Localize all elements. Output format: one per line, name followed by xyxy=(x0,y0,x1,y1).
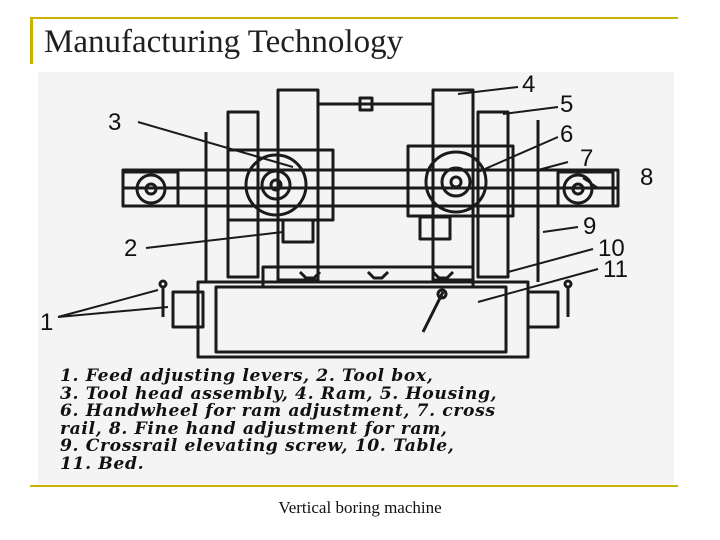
callout-6: 6 xyxy=(560,121,573,148)
callout-2: 2 xyxy=(124,235,137,262)
bottom-accent-rule xyxy=(30,485,678,487)
top-accent-rule xyxy=(30,17,678,19)
callout-9: 9 xyxy=(583,213,596,240)
legend-line: 9. Crossrail elevating screw, 10. Table, xyxy=(60,436,455,457)
callout-10: 10 xyxy=(598,235,625,262)
slide-title: Manufacturing Technology xyxy=(44,24,404,60)
left-accent-rule xyxy=(30,18,33,64)
callout-5: 5 xyxy=(560,91,573,118)
machine-drawing: 1 2 3 4 5 6 7 8 9 10 11 xyxy=(40,72,653,359)
legend-line: 3. Tool head assembly, 4. Ram, 5. Housin… xyxy=(60,383,498,404)
callout-1: 1 xyxy=(40,309,53,336)
callout-7: 7 xyxy=(580,145,593,172)
callout-4: 4 xyxy=(522,72,535,98)
figure-caption: Vertical boring machine xyxy=(278,498,442,517)
callout-11: 11 xyxy=(603,256,628,283)
machine-figure: 1 2 3 4 5 6 7 8 9 10 11 xyxy=(38,72,674,484)
legend-line: 11. Bed. xyxy=(60,453,145,474)
legend-line: rail, 8. Fine hand adjustment for ram, xyxy=(60,418,448,439)
callout-8: 8 xyxy=(640,164,653,191)
figure-legend: 1. Feed adjusting levers, 2. Tool box, 3… xyxy=(60,366,670,474)
callout-3: 3 xyxy=(108,109,121,136)
legend-line: 1. Feed adjusting levers, 2. Tool box, xyxy=(60,366,434,386)
legend-line: 6. Handwheel for ram adjustment, 7. cros… xyxy=(60,401,496,422)
